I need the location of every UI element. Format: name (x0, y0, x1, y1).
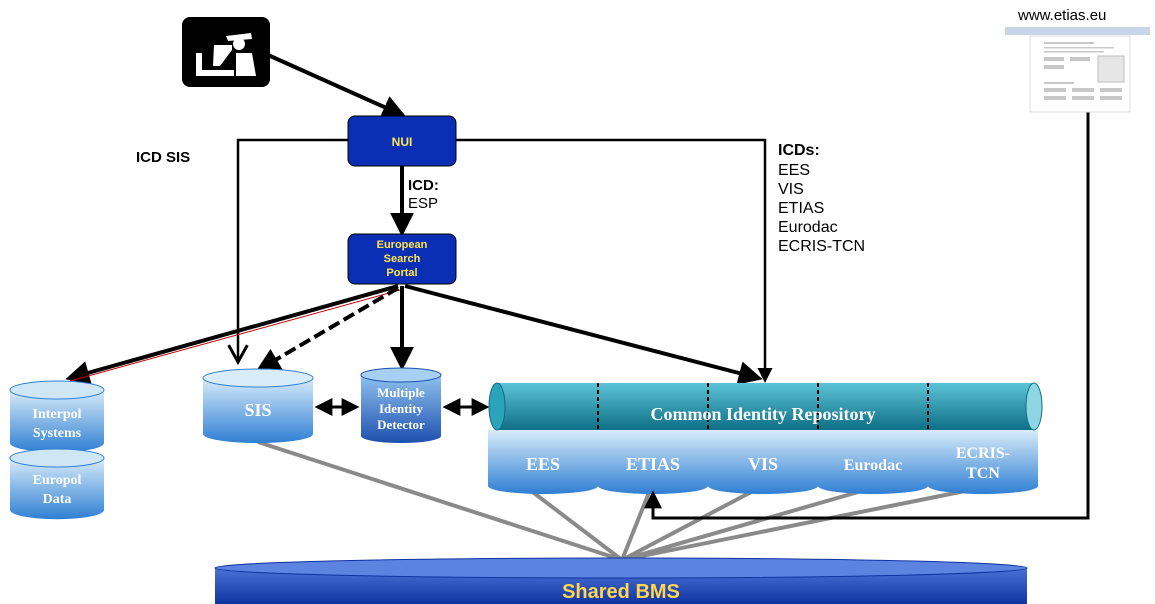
common-identity-repository[interactable]: Common Identity Repository (488, 382, 1043, 431)
website-url: www.etias.eu (1017, 7, 1106, 24)
arrow-esp-to-interpol (65, 284, 399, 385)
esp-label-line: Search (384, 253, 421, 265)
shared-bms-label: Shared BMS (562, 581, 680, 603)
esp-label-line: European (377, 239, 428, 251)
esp-label-line: Portal (386, 267, 417, 279)
shared-bms-cylinder: Shared BMS (214, 557, 1028, 604)
etias-website-thumbnail[interactable]: www.etias.eu (1005, 7, 1150, 113)
multiple-identity-detector-db[interactable]: Multiple Identity Detector (360, 367, 442, 443)
icd-sis-label: ICD SIS (136, 149, 190, 166)
arrow-esp-to-sis (255, 286, 400, 372)
europol-label-line: Europol (33, 473, 82, 488)
vis-db[interactable]: VIS (708, 430, 818, 494)
mid-label-line: Detector (377, 417, 425, 432)
interpol-systems-db[interactable]: Interpol Systems (9, 380, 105, 453)
ecris-label-line: ECRIS- (956, 445, 1010, 462)
interpol-label-line: Interpol (33, 407, 82, 422)
cir-label: Common Identity Repository (651, 404, 876, 424)
interpol-label-line: Systems (33, 426, 82, 441)
icd-title: ICD: (408, 177, 439, 194)
icd-sis-line (227, 138, 348, 366)
arrow-officer-to-nui (267, 53, 407, 119)
arrow-esp-to-cir (404, 284, 763, 385)
etias-label: ETIAS (626, 454, 680, 474)
nui-box[interactable]: NUI (347, 115, 457, 167)
ecris-tcn-db[interactable]: ECRIS- TCN (928, 430, 1038, 494)
icds-line (456, 138, 773, 383)
etias-db[interactable]: ETIAS (598, 430, 708, 494)
sis-label: SIS (244, 400, 271, 420)
mid-label-line: Multiple (377, 385, 425, 400)
ees-db[interactable]: EES (488, 430, 598, 494)
nui-label: NUI (392, 135, 413, 149)
icds-item: VIS (778, 181, 804, 198)
icds-item: Eurodac (778, 219, 838, 236)
european-search-portal-box[interactable]: European Search Portal (347, 233, 457, 285)
icds-item: ECRIS-TCN (778, 238, 865, 255)
ees-label: EES (526, 454, 560, 474)
sis-db[interactable]: SIS (202, 368, 314, 443)
border-guard-icon (182, 17, 270, 87)
member-databases: EES ETIAS VIS Eurodac ECRIS- TCN (488, 430, 1038, 494)
vis-label: VIS (748, 454, 778, 474)
mid-label-line: Identity (379, 401, 424, 416)
eurodac-label: Eurodac (844, 457, 902, 474)
website-to-etias-line (644, 112, 1090, 520)
icds-list: ICDs: EES VIS ETIAS Eurodac ECRIS-TCN (778, 142, 865, 255)
icds-item: ETIAS (778, 200, 824, 217)
interpol-red-line (69, 289, 401, 382)
europol-label-line: Data (43, 492, 72, 507)
icd-esp-label: ESP (408, 195, 438, 212)
icds-item: EES (778, 162, 810, 179)
europol-data-db[interactable]: Europol Data (9, 448, 105, 520)
ecris-label-line: TCN (966, 465, 1000, 482)
icds-title: ICDs: (778, 142, 820, 159)
eurodac-db[interactable]: Eurodac (818, 430, 928, 494)
